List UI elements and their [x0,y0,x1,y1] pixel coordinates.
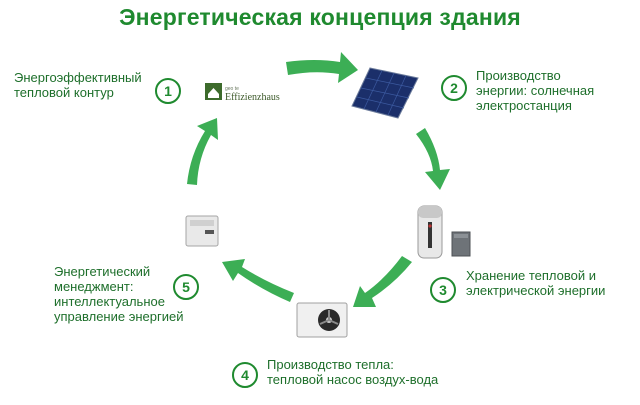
arrow-3-to-4 [353,256,412,307]
storage-tank-icon [417,205,443,259]
step-2-number: 2 [441,75,467,101]
step-3-label-line-1: Хранение тепловой и [466,268,596,283]
arrow-5-to-1 [187,118,218,185]
step-4-number: 4 [232,362,258,388]
step-3-label-line-2: электрической энергии [466,283,606,298]
heat-pump-icon [296,302,348,338]
step-4-label: Производство тепла: тепловой насос возду… [267,357,439,387]
battery-icon [451,231,471,257]
step-5-number: 5 [173,274,199,300]
step-2-label: Производство энергии: солнечная электрос… [476,68,595,113]
energy-manager-icon [185,215,219,247]
step-5-label: Энергетический менеджмент: интеллектуаль… [54,264,184,324]
solar-panel-icon [351,67,419,119]
arrow-2-to-3 [416,128,450,190]
step-1-number: 1 [155,78,181,104]
step-1-label: Энергоэффективный тепловой контур [14,70,142,100]
cycle-arrows [187,52,450,307]
arrow-1-to-2 [286,52,358,83]
page-title: Энергетическая концепция здания [119,4,521,30]
logo-text: Effizienzhaus [225,92,280,103]
step-3-number: 3 [430,277,456,303]
efficiency-house-logo [205,83,222,100]
arrow-4-to-5 [222,259,294,302]
logo-small-text: geo te [225,86,239,92]
